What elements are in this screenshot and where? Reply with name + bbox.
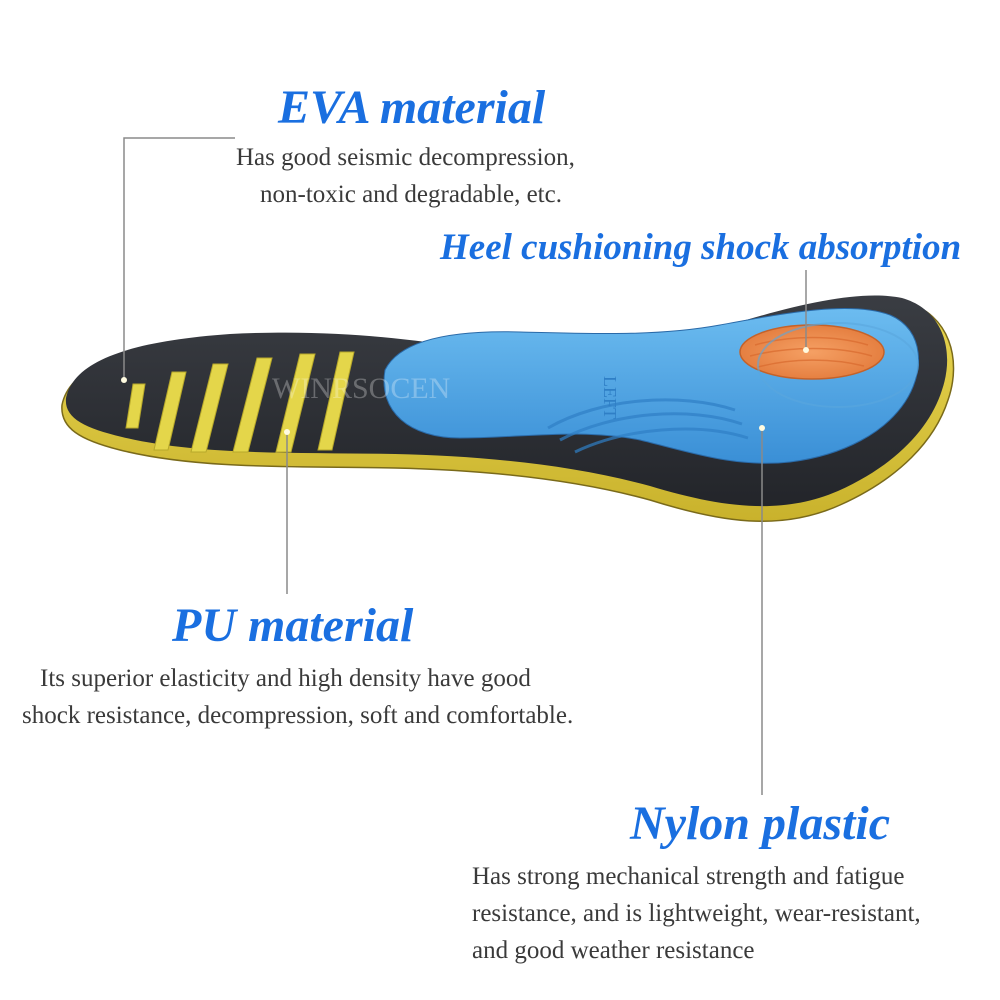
- heel-cushioning-title: Heel cushioning shock absorption: [440, 227, 962, 268]
- pu-description-line: shock resistance, decompression, soft an…: [22, 702, 574, 729]
- pu-material-description: Its superior elasticity and high density…: [22, 660, 573, 734]
- nylon-description-line: resistance, and is lightweight, wear-res…: [472, 900, 921, 927]
- pu-material-title: PU material: [172, 599, 414, 652]
- eva-description-line: Has good seismic decompression,: [236, 144, 575, 171]
- pu-description-line: Its superior elasticity and high density…: [40, 665, 531, 692]
- eva-material-title: EVA material: [278, 81, 546, 134]
- heel-ring: [757, 322, 919, 408]
- nylon-description-line: Has strong mechanical strength and fatig…: [472, 863, 905, 890]
- eva-material-description: Has good seismic decompression, non-toxi…: [236, 139, 575, 213]
- heel-pad-texture: [749, 336, 873, 368]
- eva-description-line: non-toxic and degradable, etc.: [260, 181, 562, 208]
- nylon-description-line: and good weather resistance: [472, 937, 755, 964]
- nylon-plastic-title: Nylon plastic: [630, 797, 890, 850]
- nylon-plastic-description: Has strong mechanical strength and fatig…: [472, 858, 921, 969]
- forefoot-ventilation-slots: [125, 351, 355, 453]
- insole-left-marking: LEFT: [600, 376, 620, 419]
- arch-ripple-lines: [547, 398, 749, 454]
- watermark: WINRSOCEN: [272, 372, 450, 405]
